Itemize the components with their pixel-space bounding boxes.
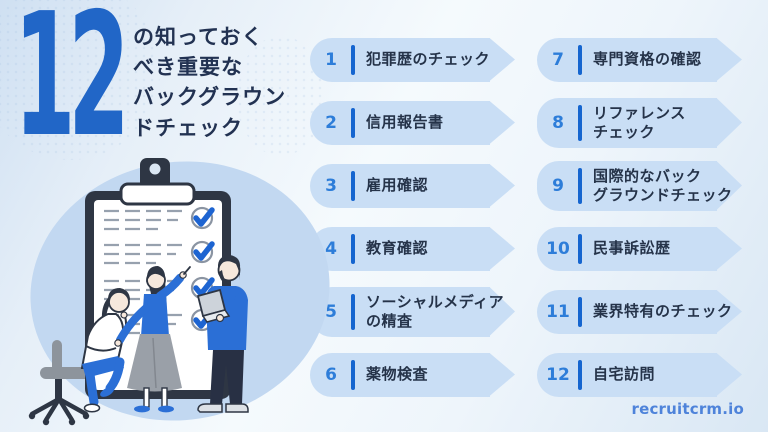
item-pill-10: 10 民事訴訟歴 [537, 226, 717, 271]
item-pill-7: 7 専門資格の確認 [537, 37, 717, 82]
item-accent-bar [578, 359, 582, 390]
item-accent-bar [351, 44, 355, 75]
item-label: 信用報告書 [366, 113, 444, 132]
item-slot: 8 リファレンス チェック [537, 91, 753, 154]
item-number: 2 [325, 112, 337, 133]
item-label: 専門資格の確認 [593, 50, 702, 69]
item-slot: 12 自宅訪問 [537, 343, 753, 406]
item-accent-bar [351, 107, 355, 138]
item-label: ソーシャルメディア の精査 [366, 292, 505, 330]
item-pill-11: 11 業界特有のチェック [537, 289, 732, 334]
item-pill-8: 8 リファレンス チェック [537, 97, 717, 148]
item-pill-12: 12 自宅訪問 [537, 352, 717, 397]
item-slot: 3 雇用確認 [310, 154, 526, 217]
item-pill-5: 5 ソーシャルメディア の精査 [310, 286, 504, 337]
item-accent-bar [351, 170, 355, 201]
item-accent-bar [351, 293, 355, 330]
item-accent-bar [578, 167, 582, 204]
item-label: 業界特有のチェック [593, 302, 733, 321]
item-accent-bar [351, 359, 355, 390]
item-number: 9 [552, 175, 564, 196]
item-label: 民事訴訟歴 [593, 239, 671, 258]
item-slot: 9 国際的なバック グラウンドチェック [537, 154, 753, 217]
brand-logo: recruitcrm.io [631, 400, 744, 418]
item-number: 6 [325, 364, 337, 385]
item-label: 薬物検査 [366, 365, 429, 384]
item-pill-4: 4 教育確認 [310, 226, 490, 271]
item-label: 教育確認 [366, 239, 429, 258]
item-number: 1 [325, 49, 337, 70]
item-number: 4 [325, 238, 337, 259]
item-label: 犯罪歴のチェック [366, 50, 491, 69]
item-number: 8 [552, 112, 564, 133]
office-chair [28, 340, 96, 426]
item-number: 3 [325, 175, 337, 196]
item-accent-bar [578, 233, 582, 264]
items-column-right: 7 専門資格の確認 8 リファレンス チェック 9 国際的なバック グラウンドチ… [537, 28, 753, 406]
item-pill-1: 1 犯罪歴のチェック [310, 37, 490, 82]
page-title: の知っておく べき重要な バックグラウン ドチェック [133, 25, 287, 140]
item-pill-6: 6 薬物検査 [310, 352, 490, 397]
item-slot: 11 業界特有のチェック [537, 280, 753, 343]
item-label: リファレンス チェック [593, 103, 686, 141]
item-number: 12 [546, 364, 570, 385]
item-slot: 10 民事訴訟歴 [537, 217, 753, 280]
item-pill-9: 9 国際的なバック グラウンドチェック [537, 160, 732, 211]
item-label: 雇用確認 [366, 176, 429, 195]
items-column-left: 1 犯罪歴のチェック 2 信用報告書 3 雇用確認 4 教育確認 [310, 28, 526, 406]
standing-woman-pointing [114, 266, 191, 413]
item-number: 10 [546, 238, 570, 259]
item-number: 5 [325, 301, 337, 322]
item-accent-bar [578, 104, 582, 141]
item-pill-3: 3 雇用確認 [310, 163, 490, 208]
man-with-laptop [196, 255, 249, 413]
item-accent-bar [351, 233, 355, 264]
item-slot: 4 教育確認 [310, 217, 526, 280]
checklist-illustration [28, 158, 330, 426]
item-label: 国際的なバック グラウンドチェック [593, 166, 733, 204]
item-accent-bar [578, 44, 582, 75]
item-number: 7 [552, 49, 564, 70]
item-slot: 1 犯罪歴のチェック [310, 28, 526, 91]
item-slot: 5 ソーシャルメディア の精査 [310, 280, 526, 343]
item-accent-bar [578, 296, 582, 327]
item-label: 自宅訪問 [593, 365, 656, 384]
item-slot: 6 薬物検査 [310, 343, 526, 406]
item-slot: 2 信用報告書 [310, 91, 526, 154]
item-number: 11 [546, 301, 570, 322]
big-number: 12 [14, 0, 130, 175]
item-pill-2: 2 信用報告書 [310, 100, 490, 145]
item-slot: 7 専門資格の確認 [537, 28, 753, 91]
